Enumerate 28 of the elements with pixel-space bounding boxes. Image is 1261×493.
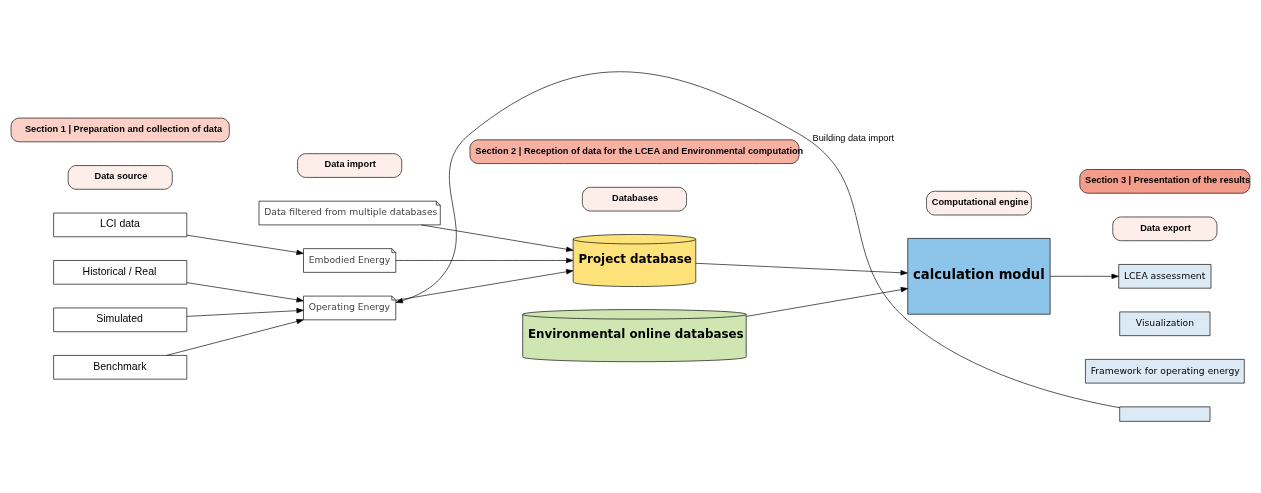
node-box: Benchmark <box>53 355 188 380</box>
node-box: Simulated <box>53 307 188 333</box>
node-box: calculation modul <box>907 238 1051 315</box>
node-box: LCI data <box>53 212 188 238</box>
arrow <box>420 224 574 252</box>
node-box <box>1119 406 1211 422</box>
node-box: Computational engine <box>926 190 1032 216</box>
arrow <box>186 282 304 303</box>
arrow <box>186 308 304 317</box>
arrow <box>395 71 1120 409</box>
edge-label: Building data import <box>812 133 895 144</box>
arrow <box>186 234 304 255</box>
node-box: Framework for operating energy <box>1085 359 1245 384</box>
arrow <box>695 262 908 276</box>
arrow <box>1049 273 1119 279</box>
node-box: Databases <box>582 187 687 212</box>
node-box: Visualization <box>1119 311 1211 336</box>
node-box: LCEA assessment <box>1118 264 1212 289</box>
arrow <box>166 318 304 356</box>
arrow <box>395 269 574 301</box>
node-box: Data export <box>1112 216 1218 242</box>
node-box: Data import <box>297 153 403 178</box>
node-box: Historical / Real <box>53 260 188 285</box>
node-box: Section 1 | Preparation and collection of data <box>10 117 230 143</box>
arrow <box>395 257 574 264</box>
node-box: Data source <box>67 165 173 190</box>
node-box: Section 3 | Presentation of the results <box>1079 169 1251 194</box>
arrow <box>745 287 909 317</box>
